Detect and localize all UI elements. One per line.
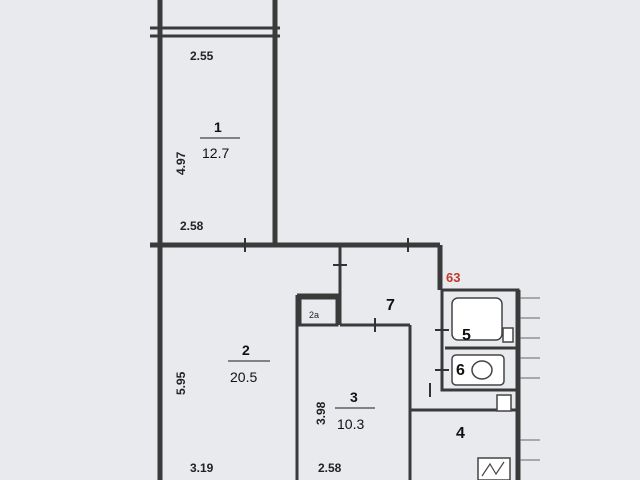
sink-icon <box>502 327 514 343</box>
room3-area: 10.3 <box>337 416 364 432</box>
exterior-ticks <box>520 297 540 461</box>
room6-number: 6 <box>456 362 465 379</box>
room2-area: 20.5 <box>230 369 257 385</box>
closet-label: 2a <box>309 310 319 320</box>
room5-number: 5 <box>462 327 471 344</box>
room3-number: 3 <box>350 389 358 405</box>
fixtures <box>451 297 514 480</box>
dim-room2-bottom: 3.19 <box>190 461 214 475</box>
room2-number: 2 <box>242 342 250 358</box>
dim-room1-height: 4.97 <box>174 151 188 175</box>
dim-room3-height: 3.98 <box>314 401 328 425</box>
room7-number: 7 <box>386 297 395 314</box>
dim-room3-bottom: 2.58 <box>318 461 342 475</box>
stove-icon <box>477 457 511 480</box>
walls <box>150 0 521 480</box>
dim-room1-top: 2.55 <box>190 49 214 63</box>
doors <box>244 238 449 397</box>
room4-number: 4 <box>456 425 465 442</box>
room1-area: 12.7 <box>202 145 229 161</box>
dim-room2-height: 5.95 <box>174 371 188 395</box>
closet-2a <box>298 296 339 327</box>
room1-number: 1 <box>214 119 222 135</box>
toilet-icon <box>471 360 493 380</box>
stove-zigzag-icon <box>481 461 505 477</box>
bathtub-icon <box>451 297 503 341</box>
dim-room1-bottom: 2.58 <box>180 219 204 233</box>
marker-label: 63 <box>446 270 460 285</box>
kitchen-sink-icon <box>496 394 512 412</box>
